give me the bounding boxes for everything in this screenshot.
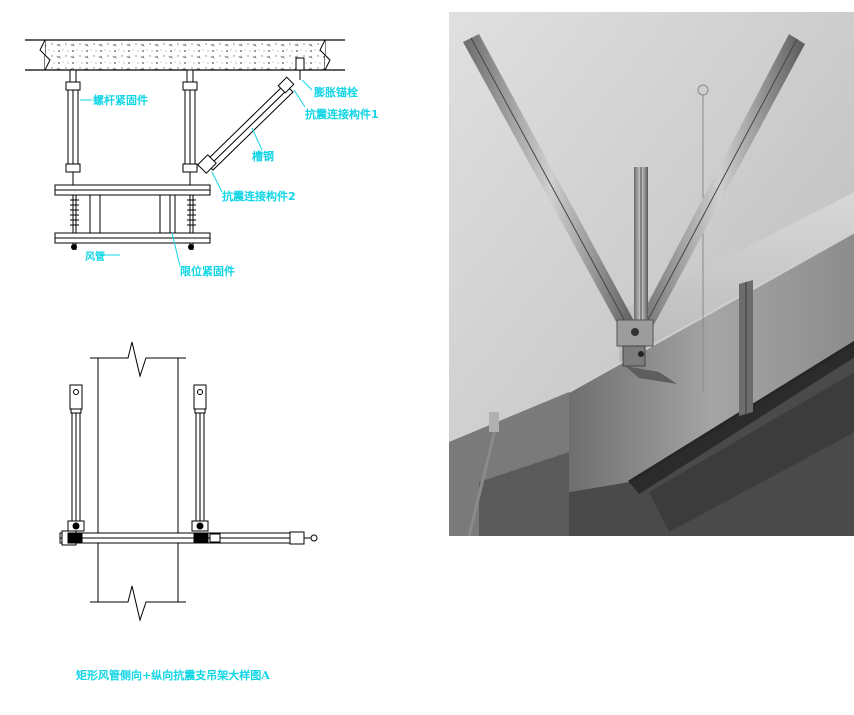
limit-fastener xyxy=(169,194,176,234)
label-channel-steel: 槽钢 xyxy=(252,149,274,163)
photo-left-brace xyxy=(463,34,639,338)
left-hanger-rod xyxy=(65,69,81,185)
horizontal-channel xyxy=(59,530,318,546)
left-vertical-brace xyxy=(67,384,85,532)
photo-center-post xyxy=(634,167,648,337)
photo-duct xyxy=(449,231,854,536)
diagonal-brace xyxy=(197,57,305,174)
right-hanger-rod xyxy=(182,69,198,185)
label-seismic-connector-2: 抗震连接构件2 xyxy=(222,189,296,203)
photo-right-brace xyxy=(635,34,805,334)
threaded-rods xyxy=(70,195,196,250)
photo-right-channel xyxy=(739,280,753,416)
plan-drawing xyxy=(59,341,318,622)
figure-caption: 矩形风管侧向+纵向抗震支吊架大样图A xyxy=(76,669,270,682)
label-anchor-bolt: 膨胀锚栓 xyxy=(313,85,358,99)
upper-cross-beam xyxy=(54,184,211,196)
label-threaded-rod-fastener: 螺杆紧固件 xyxy=(93,93,148,107)
label-limit-fastener: 限位紧固件 xyxy=(180,264,235,278)
concrete-slab xyxy=(25,39,345,71)
label-seismic-connector-1: 抗震连接构件1 xyxy=(305,107,379,121)
installation-photo xyxy=(449,12,854,536)
right-vertical-brace xyxy=(191,384,209,532)
leader-lines xyxy=(80,79,313,267)
lower-cross-beam xyxy=(54,232,211,250)
label-duct: 风管 xyxy=(85,250,105,263)
duct-plan xyxy=(90,341,186,622)
elevation-drawing: 螺杆紧固件 膨胀锚栓 抗震连接构件1 槽钢 抗震连接构件2 风管 限位紧固件 xyxy=(25,39,379,278)
photo-left-lower-rod xyxy=(467,421,499,536)
duct xyxy=(89,194,171,234)
photo-bracket xyxy=(616,319,677,384)
